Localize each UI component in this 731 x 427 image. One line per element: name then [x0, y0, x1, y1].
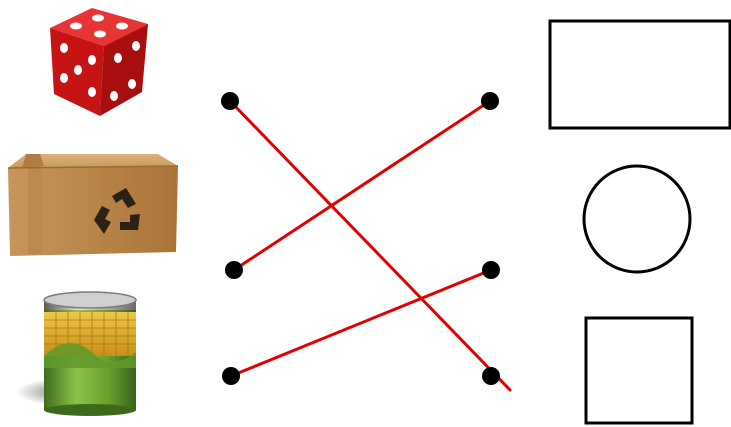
dot-right-3[interactable] [482, 367, 500, 385]
dot-left-2[interactable] [225, 261, 243, 279]
dot-left-3[interactable] [222, 367, 240, 385]
recycle-box-icon [8, 154, 178, 256]
dot-left-1[interactable] [221, 92, 239, 110]
match-line-can-circle [231, 270, 491, 376]
dot-right-1[interactable] [481, 92, 499, 110]
red-dice-icon [50, 8, 148, 116]
corn-can-icon [16, 292, 136, 416]
match-lines [230, 101, 510, 390]
circle-shape-icon [584, 166, 690, 272]
square-shape-icon [586, 318, 692, 423]
dot-right-2[interactable] [482, 261, 500, 279]
match-line-box-rectangle [234, 101, 490, 270]
rectangle-shape-icon [550, 21, 730, 128]
